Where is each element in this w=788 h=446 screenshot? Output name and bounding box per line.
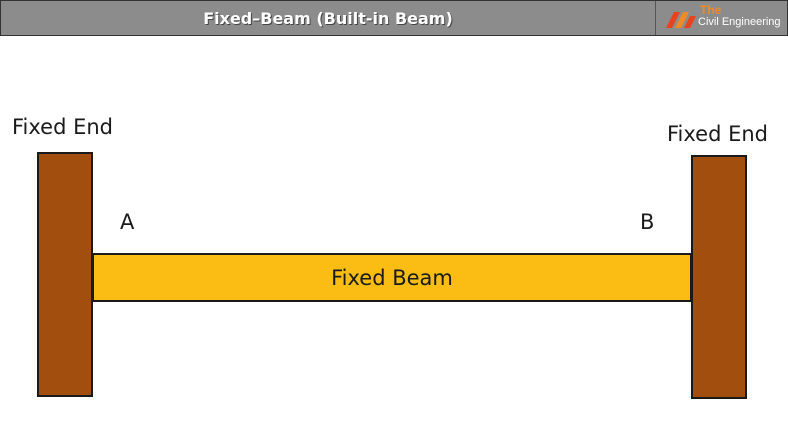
logo-stripes-icon — [666, 12, 696, 28]
point-a-label: A — [120, 210, 135, 234]
left-fixed-end-label: Fixed End — [12, 115, 114, 139]
right-fixed-support — [691, 155, 747, 399]
logo-text-name: Civil Engineering — [698, 16, 781, 28]
page-title: Fixed–Beam (Built-in Beam) — [203, 8, 453, 28]
logo: The Civil Engineering — [655, 1, 788, 35]
header-bar: Fixed–Beam (Built-in Beam) The Civil Eng… — [0, 0, 788, 36]
left-fixed-support — [37, 152, 93, 397]
fixed-beam: Fixed Beam — [92, 253, 692, 302]
point-b-label: B — [640, 210, 655, 234]
right-fixed-end-label: Fixed End — [667, 122, 769, 146]
logo-text-the: The — [700, 3, 722, 17]
beam-label: Fixed Beam — [331, 265, 453, 290]
